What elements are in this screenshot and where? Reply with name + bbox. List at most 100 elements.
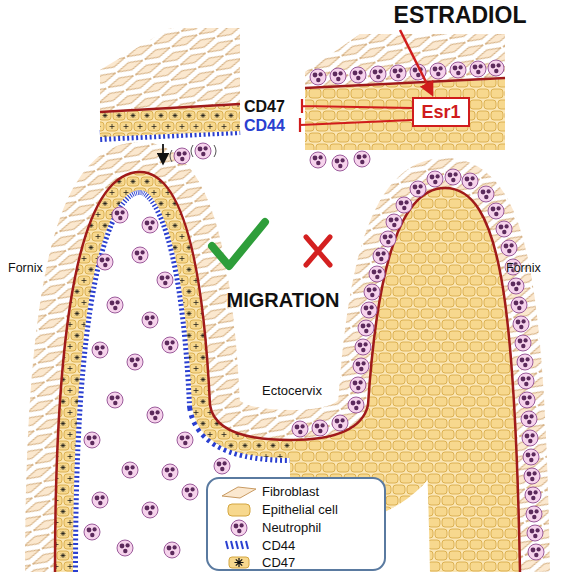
illustration-use — [122, 462, 138, 478]
label-text: Fornix — [8, 262, 60, 276]
neutrophil — [195, 143, 211, 159]
fibroblast-layer — [100, 28, 240, 112]
inhibition-bar — [302, 99, 412, 113]
illustration-use — [522, 430, 538, 446]
illustration-use — [519, 392, 535, 408]
thick-epithelium — [290, 188, 520, 572]
illustration-use — [488, 203, 504, 219]
illustration-use — [517, 354, 533, 370]
motion-marks — [170, 145, 216, 162]
fibroblast-stroma — [55, 172, 520, 572]
epithelial-layer — [305, 79, 505, 150]
illustration-use — [332, 155, 348, 171]
legend-text: Epithelial cell — [262, 502, 338, 518]
illustration-use — [107, 392, 123, 408]
illustration-use — [445, 169, 461, 185]
legend-frame — [207, 478, 385, 570]
illustration-use — [84, 524, 100, 540]
illustration-use — [97, 254, 113, 270]
illustration-use — [427, 171, 443, 187]
illustration-use — [132, 247, 148, 263]
illustration-use — [478, 186, 494, 202]
illustration-use — [355, 339, 371, 355]
epithelial-sample — [228, 504, 250, 516]
illustration-use — [112, 207, 128, 223]
illustration-use — [526, 506, 542, 522]
label-text: Fornix — [506, 262, 558, 276]
label-text: MIGRATION — [203, 289, 363, 311]
illustration-use — [527, 525, 543, 541]
illustration-use — [117, 540, 133, 556]
epithelium — [55, 172, 520, 572]
illustration-use — [292, 421, 308, 437]
receptor-box: Esr1 — [412, 97, 470, 127]
illustration-use — [350, 67, 366, 83]
illustration-use — [312, 420, 328, 436]
illustration-use — [358, 320, 374, 336]
illustration-use — [353, 358, 369, 374]
illustration-use — [92, 342, 108, 358]
legend-box — [207, 478, 385, 570]
illustration-use — [142, 312, 158, 328]
illustration-use — [348, 397, 364, 413]
illustration-use — [508, 278, 524, 294]
illustration-use — [410, 181, 426, 197]
illustration-use — [214, 458, 230, 474]
illustration-use — [162, 464, 178, 480]
illustration-use — [310, 69, 326, 85]
illustration-use — [518, 373, 534, 389]
inhibition-bar — [300, 118, 412, 132]
illustration-use — [370, 66, 386, 82]
illustration-use — [147, 407, 163, 423]
illustration-use — [488, 60, 504, 76]
illustration-use — [390, 65, 406, 81]
illustration-use — [182, 484, 198, 500]
label-text: CD44 — [244, 117, 300, 135]
legend-text: Neutrophil — [262, 520, 321, 536]
legend-text: CD47 — [262, 555, 295, 571]
illustration-use — [142, 502, 158, 518]
illustration-use — [332, 415, 348, 431]
cd47-cell — [229, 557, 249, 568]
illustration-use — [364, 284, 380, 300]
illustration-use — [84, 432, 100, 448]
illustration-use — [523, 449, 539, 465]
label-text: ESTRADIOL — [375, 3, 545, 28]
illustration-use — [450, 62, 466, 78]
legend-text: Fibroblast — [262, 484, 319, 500]
illustration-use — [386, 214, 402, 230]
node-text: Esr1 — [421, 102, 460, 123]
cross-mark — [306, 237, 330, 265]
illustration-use — [373, 248, 389, 264]
illustration-path — [55, 172, 520, 572]
illustration-use — [157, 272, 173, 288]
illustration-use — [496, 221, 512, 237]
illustration-use — [164, 542, 180, 558]
illustration-use — [525, 487, 541, 503]
illustration-use — [361, 302, 377, 318]
control-tissue-inset — [100, 28, 240, 164]
epithelial-layer — [100, 105, 240, 137]
label-text: Ectocervix — [242, 384, 342, 398]
illustration-use — [107, 297, 123, 313]
illustration-use — [501, 240, 517, 256]
illustration-use — [310, 152, 326, 168]
illustration-use — [354, 151, 370, 167]
illustration-use — [513, 316, 529, 332]
neutrophil — [174, 148, 190, 164]
illustration-use — [380, 231, 396, 247]
epithelial-layer — [290, 188, 520, 572]
illustration-use — [521, 411, 537, 427]
illustration-use — [369, 266, 385, 282]
cd44-sample — [226, 541, 248, 549]
illustration-use — [127, 354, 143, 370]
illustration-use — [515, 335, 531, 351]
illustration-use — [470, 61, 486, 77]
illustration-use — [528, 544, 544, 560]
fibroblast-sample — [222, 487, 256, 498]
illustration-use — [330, 68, 346, 84]
illustration-use — [524, 468, 540, 484]
check-mark — [212, 222, 265, 266]
illustration-use — [162, 337, 178, 353]
illustration-use — [511, 297, 527, 313]
